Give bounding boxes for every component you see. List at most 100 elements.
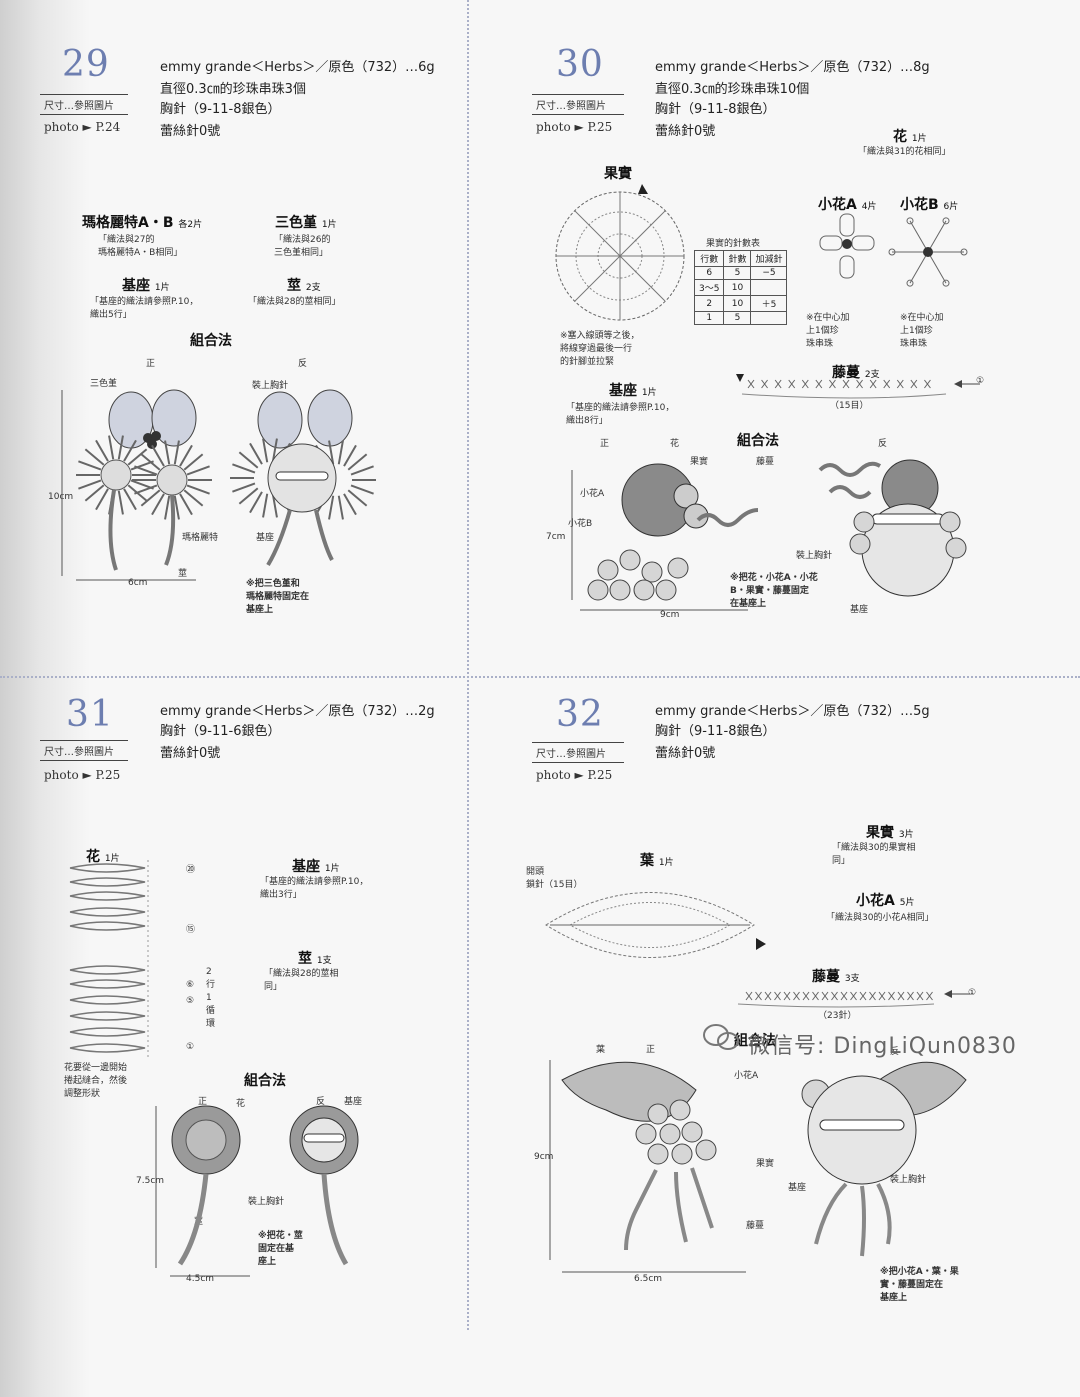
- small-flower: [667, 557, 689, 579]
- pattern-number-32: 32: [556, 694, 604, 735]
- height-dim: 7cm: [546, 532, 566, 542]
- stitch-mark: [869, 379, 877, 389]
- petal-stroke: [183, 453, 204, 471]
- leaf-label: 葉: [596, 1045, 606, 1055]
- petal-tip: [942, 217, 950, 225]
- petal-stroke: [134, 465, 158, 476]
- height-dim: 9cm: [534, 1152, 554, 1162]
- col-stitches: 針數: [723, 250, 752, 267]
- small-flower-b-title: 小花B 6片: [900, 197, 959, 213]
- small-flower-b-label: 小花B: [568, 519, 593, 529]
- brooch-29-back-illustration: [230, 389, 376, 567]
- base-label: 基座: [788, 1183, 807, 1193]
- base-title: 基座 1片: [292, 859, 340, 875]
- width-dim: 9cm: [660, 610, 680, 620]
- stitch-mark: [829, 379, 836, 389]
- vine-title: 藤蔓 3支: [812, 969, 860, 985]
- stitch-mark: [761, 379, 768, 389]
- stitch-mark: [831, 991, 838, 1001]
- petal-stroke: [95, 488, 109, 511]
- petal-stroke: [84, 448, 105, 466]
- stitch-mark: [856, 379, 863, 389]
- brooch-31-back-illustration: [289, 1105, 359, 1266]
- stem-title: 莖 2支: [287, 278, 321, 294]
- small-flower-a-label: 小花A: [580, 489, 605, 499]
- photo-ref: photo ► P.25: [536, 120, 613, 134]
- pattern-number-29: 29: [62, 44, 110, 85]
- petal-stroke: [186, 465, 210, 476]
- small-flower: [669, 1099, 691, 1121]
- petal-stroke: [262, 493, 269, 518]
- stem-note: 「織法與28的莖相同」: [248, 297, 341, 307]
- petal-stroke: [123, 439, 137, 462]
- petal-tip: [906, 279, 914, 287]
- flower-title: 花 1片: [86, 849, 120, 865]
- stitch-mark: [821, 991, 829, 1001]
- width-dim: 6.5cm: [634, 1274, 663, 1284]
- small-flower: [849, 533, 871, 555]
- front-label: 正: [146, 359, 156, 369]
- wechat-icon: [703, 1024, 739, 1050]
- petal-stroke: [140, 453, 161, 471]
- stitch-mark: [897, 991, 905, 1001]
- table-header-row: 行數針數加減針: [693, 250, 788, 267]
- horizontal-divider: [0, 676, 1080, 678]
- bead-line: 直徑0.3㎝的珍珠串珠10個: [655, 82, 810, 97]
- stitch-mark: [896, 379, 904, 389]
- hook-line: 蕾絲針0號: [655, 124, 716, 139]
- leaf-chart: [545, 892, 766, 958]
- small-flower: [647, 1103, 669, 1125]
- chain-loop: [69, 1027, 146, 1037]
- stitch-mark: [793, 991, 800, 1001]
- assembly-title: 組合法: [734, 1033, 776, 1049]
- photo-ref: photo ► P.25: [44, 768, 121, 782]
- small-flower-a-label: 小花A: [734, 1071, 759, 1081]
- chain-loop: [69, 891, 146, 901]
- petal-stroke: [179, 493, 193, 516]
- fruit-note: 「織法與30的果實相同」: [832, 843, 916, 866]
- small-flower: [671, 1143, 693, 1165]
- petal-stroke: [328, 440, 335, 465]
- small-flower: [647, 1143, 669, 1165]
- marguerite-label: 瑪格麗特: [182, 533, 219, 543]
- yarn-line: emmy grande＜Herbs＞／原色（732）…2g: [160, 704, 435, 719]
- petal-stroke: [262, 438, 269, 463]
- small-flower: [695, 1139, 717, 1161]
- bead-line: 直徑0.3㎝的珍珠串珠3個: [160, 82, 306, 97]
- brooch-29-front-illustration: [61, 389, 212, 581]
- petal-stroke: [238, 451, 259, 469]
- col-rows: 行數: [693, 250, 725, 267]
- vine-length: （15目）: [830, 401, 869, 411]
- stitch-mark: [802, 991, 810, 1001]
- assembly-footnote: ※把花・莖固定在基座上: [258, 1231, 303, 1267]
- stitch-mark: [745, 991, 753, 1001]
- yarn-line: emmy grande＜Herbs＞／原色（732）…6g: [160, 60, 435, 75]
- chain-loop: [69, 995, 146, 1005]
- petal-stroke: [249, 442, 263, 465]
- stitch-mark: [850, 991, 857, 1001]
- vine-chart: [737, 990, 970, 1008]
- front-label: 正: [198, 1097, 208, 1107]
- petal-stroke: [337, 440, 344, 465]
- petal-stroke: [179, 444, 193, 467]
- chain-loop: [69, 965, 146, 975]
- base-title: 基座 1片: [122, 278, 170, 294]
- brooch-label: 裝上胸針: [252, 381, 289, 391]
- width-dim: 4.5cm: [186, 1274, 215, 1284]
- stitch-mark: [883, 379, 891, 389]
- size-label: 尺寸…參照圖片: [532, 94, 624, 115]
- vertical-divider: [467, 0, 469, 1330]
- stitch-mark: [774, 379, 782, 389]
- brooch-30-front-illustration: [571, 463, 759, 611]
- stitch-mark: [910, 379, 918, 389]
- petal-stroke: [350, 484, 374, 495]
- brooch-30-back-illustration: [818, 459, 967, 597]
- size-label: 尺寸…參照圖片: [40, 740, 128, 761]
- base-label: 基座: [850, 605, 869, 615]
- front-label: 正: [600, 439, 610, 449]
- base-note: 「基座的織法請參照P.10，織出3行」: [260, 877, 369, 900]
- petal-stroke: [343, 493, 357, 516]
